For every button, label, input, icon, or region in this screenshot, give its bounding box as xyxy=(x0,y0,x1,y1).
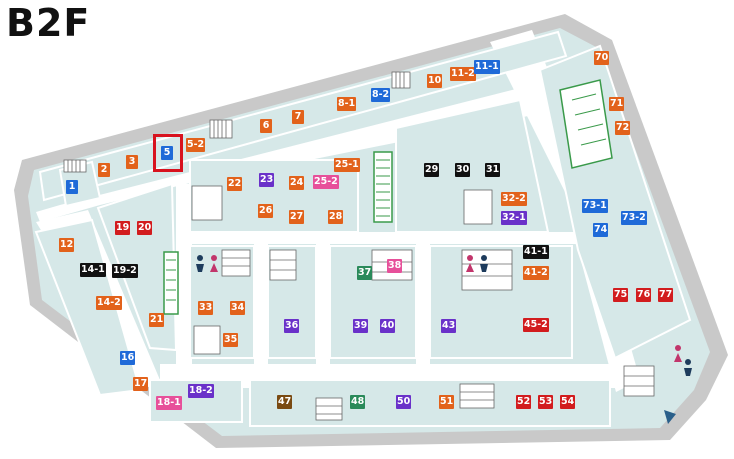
store-label[interactable]: 26 xyxy=(258,204,274,218)
store-label[interactable]: 73-2 xyxy=(621,211,647,225)
store-label[interactable]: 11-1 xyxy=(474,60,500,74)
store-label[interactable]: 73-1 xyxy=(582,199,608,213)
store-label[interactable]: 10 xyxy=(427,74,443,88)
store-label[interactable]: 24 xyxy=(289,176,305,190)
store-label[interactable]: 47 xyxy=(277,395,293,409)
store-label[interactable]: 30 xyxy=(455,163,471,177)
store-label[interactable]: 45-2 xyxy=(523,318,549,332)
store-label[interactable]: 25-2 xyxy=(313,175,339,189)
store-label[interactable]: 20 xyxy=(137,221,153,235)
store-label[interactable]: 8-1 xyxy=(337,97,357,111)
store-label[interactable]: 32-1 xyxy=(501,211,527,225)
store-label[interactable]: 1 xyxy=(66,180,78,194)
floor-title: B2F xyxy=(6,1,91,45)
store-label[interactable]: 25-1 xyxy=(334,158,360,172)
store-label[interactable]: 39 xyxy=(353,319,369,333)
restroom-icon xyxy=(466,255,488,272)
store-label[interactable]: 50 xyxy=(396,395,412,409)
escalator-icon xyxy=(559,79,613,169)
store-label[interactable]: 53 xyxy=(538,395,554,409)
escalator-icon xyxy=(163,251,179,315)
store-label[interactable]: 77 xyxy=(658,288,674,302)
store-label[interactable]: 21 xyxy=(149,313,165,327)
stairs-icon xyxy=(63,71,655,421)
store-label[interactable]: 22 xyxy=(227,177,243,191)
store-label[interactable]: 74 xyxy=(593,223,609,237)
store-label[interactable]: 19 xyxy=(115,221,131,235)
store-label[interactable]: 31 xyxy=(485,163,501,177)
store-label[interactable]: 41-2 xyxy=(523,266,549,280)
store-label[interactable]: 19-2 xyxy=(112,264,138,278)
restroom-icon xyxy=(674,345,692,376)
store-label[interactable]: 48 xyxy=(350,395,366,409)
store-label[interactable]: 14-2 xyxy=(96,296,122,310)
store-label[interactable]: 76 xyxy=(636,288,652,302)
store-label[interactable]: 51 xyxy=(439,395,455,409)
store-label[interactable]: 71 xyxy=(609,97,625,111)
store-label[interactable]: 23 xyxy=(259,173,275,187)
store-label[interactable]: 2 xyxy=(98,163,110,177)
selected-store-highlight xyxy=(153,134,183,172)
store-label[interactable]: 32-2 xyxy=(501,192,527,206)
store-label[interactable]: 29 xyxy=(424,163,440,177)
store-label[interactable]: 7 xyxy=(292,110,304,124)
restroom-icon xyxy=(196,255,218,272)
store-label[interactable]: 6 xyxy=(260,119,272,133)
store-label[interactable]: 27 xyxy=(289,210,305,224)
store-label[interactable]: 8-2 xyxy=(371,88,391,102)
store-label[interactable]: 3 xyxy=(126,155,138,169)
store-label[interactable]: 43 xyxy=(441,319,457,333)
store-label[interactable]: 18-2 xyxy=(188,384,214,398)
store-label[interactable]: 36 xyxy=(284,319,300,333)
store-label[interactable]: 16 xyxy=(120,351,136,365)
store-label[interactable]: 34 xyxy=(230,301,246,315)
store-label[interactable]: 40 xyxy=(380,319,396,333)
store-label[interactable]: 12 xyxy=(59,238,75,252)
store-label[interactable]: 11-2 xyxy=(450,67,476,81)
store-label[interactable]: 5-2 xyxy=(186,138,206,152)
store-label[interactable]: 14-1 xyxy=(80,263,106,277)
store-label[interactable]: 28 xyxy=(328,210,344,224)
store-label[interactable]: 38 xyxy=(387,259,403,273)
store-label[interactable]: 54 xyxy=(560,395,576,409)
store-label[interactable]: 52 xyxy=(516,395,532,409)
store-label[interactable]: 35 xyxy=(223,333,239,347)
store-label[interactable]: 41-1 xyxy=(523,245,549,259)
store-label[interactable]: 75 xyxy=(613,288,629,302)
store-label[interactable]: 18-1 xyxy=(156,396,182,410)
store-label-selected[interactable]: 5 xyxy=(161,146,173,160)
store-label[interactable]: 70 xyxy=(594,51,610,65)
store-label[interactable]: 33 xyxy=(198,301,214,315)
store-label[interactable]: 17 xyxy=(133,377,149,391)
escalator-icon xyxy=(373,151,393,223)
elevator-icon xyxy=(664,410,676,424)
store-label[interactable]: 37 xyxy=(357,266,373,280)
store-label[interactable]: 72 xyxy=(615,121,631,135)
